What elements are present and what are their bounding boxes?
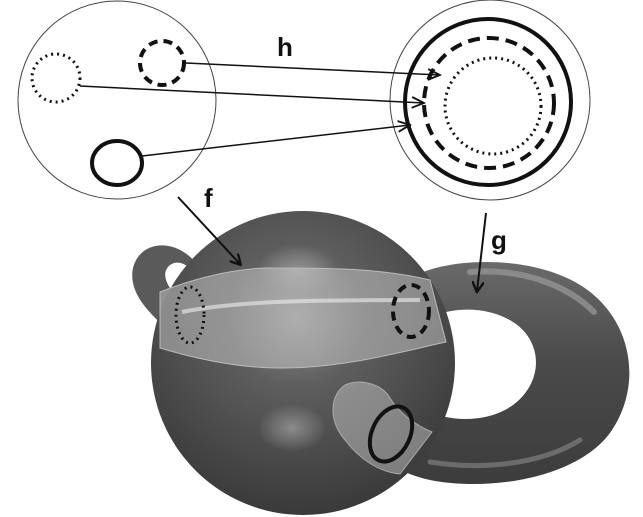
map-f: f (177, 183, 240, 264)
translucent-band (159, 267, 447, 369)
map-g: g (477, 212, 507, 291)
inner-dotted-circle (443, 56, 543, 156)
label-h: h (277, 32, 293, 62)
label-g: g (491, 225, 507, 255)
surface-3d (132, 211, 630, 515)
surface-dashed-loop (391, 283, 431, 339)
lower-tube (332, 381, 433, 475)
surface-dotted-loop (174, 285, 206, 345)
arrow-f (177, 196, 240, 264)
surface-solid-loop (367, 404, 415, 464)
torus-highlight (467, 268, 597, 315)
label-f: f (204, 183, 213, 213)
dashed-loop (138, 39, 186, 87)
arrow-dotted-to-dotted (79, 85, 424, 103)
target-disc-outline (389, 0, 591, 201)
arrow-solid-to-solid (141, 125, 410, 157)
torus-highlight-lower (427, 437, 583, 468)
sphere-glow-top (258, 244, 338, 296)
source-disc (17, 0, 217, 200)
sphere (151, 211, 455, 515)
band-highlight (181, 298, 421, 314)
solid-loop (90, 139, 144, 187)
sphere-glow-bottom (258, 404, 326, 452)
mapping-arrows-h: h (79, 32, 440, 157)
target-disc (389, 0, 591, 201)
arrow-g (477, 212, 487, 291)
source-disc-outline (17, 0, 217, 200)
arrow-dashed-to-dashed (185, 62, 440, 75)
dotted-loop (30, 52, 82, 104)
middle-dashed-circle (422, 36, 556, 170)
